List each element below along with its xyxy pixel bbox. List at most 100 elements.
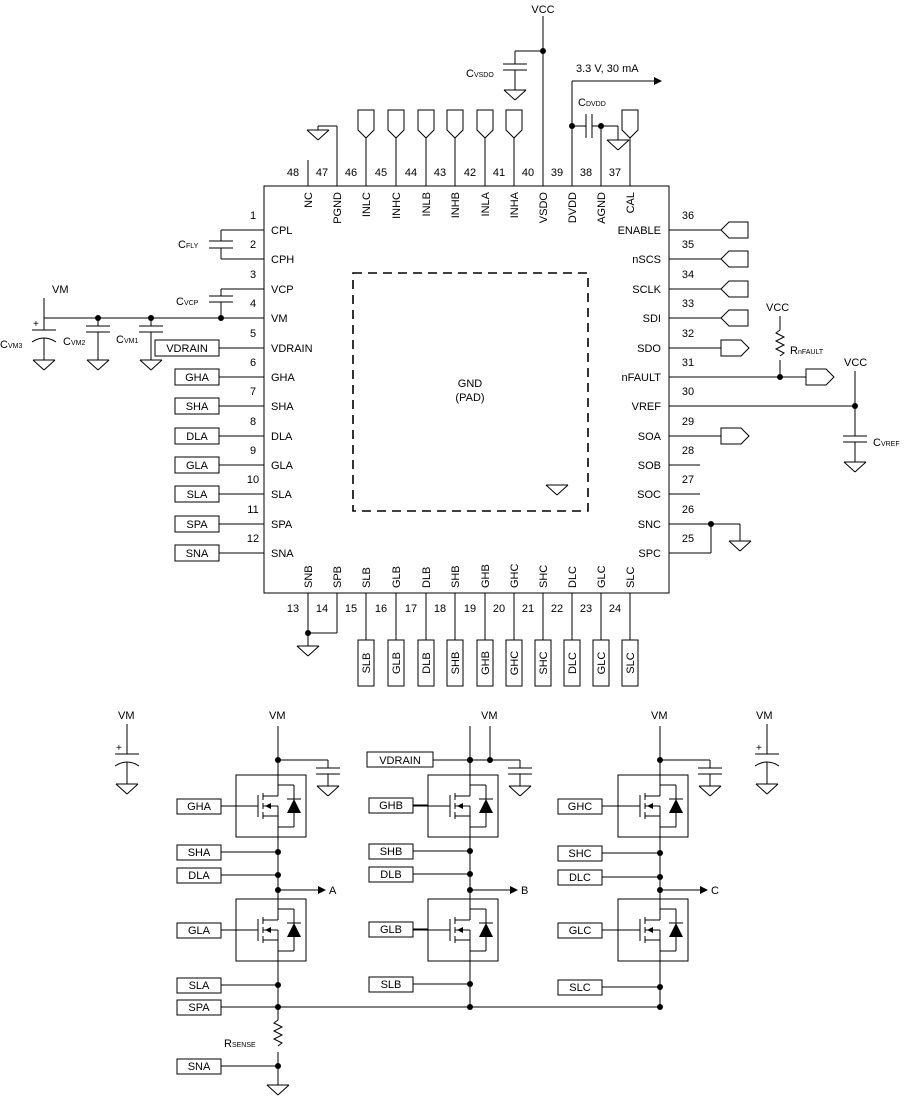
net-tag xyxy=(557,979,603,996)
pin-number: 37 xyxy=(609,167,621,179)
pin-number: 33 xyxy=(682,298,694,310)
net-tag xyxy=(368,797,414,814)
pins-bottom: 13SNB14SPB15SLB16GLB17DLB18SHB19GHB20GHC… xyxy=(287,564,637,616)
pin-name: SPC xyxy=(638,548,661,560)
net-tag-label: SHC xyxy=(538,651,550,674)
net-tag-label: SLA xyxy=(187,489,208,501)
input-connector-icon xyxy=(720,280,749,298)
net-tag xyxy=(176,977,222,994)
pin-name: GHB xyxy=(480,564,492,588)
cvref-label: CVREF xyxy=(873,437,900,449)
input-connector-icon xyxy=(417,109,435,139)
pin-name: SOC xyxy=(637,489,661,501)
cvref-ground-icon xyxy=(843,461,867,473)
pin-name: SLB xyxy=(361,567,373,588)
pin-name: GHC xyxy=(509,564,521,589)
rnfault-label: RnFAULT xyxy=(790,345,824,357)
pin-name: SNB xyxy=(303,565,315,588)
net-tag xyxy=(534,639,552,687)
vcc-vref-label: VCC xyxy=(844,357,867,369)
cvsdo-ground-icon xyxy=(503,89,527,101)
pin-number: 29 xyxy=(682,416,694,428)
cvm2-label: CVM2 xyxy=(63,336,85,348)
pin-name: INHC xyxy=(391,192,403,219)
net-tag xyxy=(417,639,435,687)
vm-bulk-right-label: VM xyxy=(756,710,773,722)
net-tag-label: SPA xyxy=(188,1002,210,1014)
net-tag xyxy=(368,976,414,993)
net-tag-label: SHB xyxy=(450,652,462,675)
phase-output-label: A xyxy=(329,885,337,897)
pin-number: 23 xyxy=(580,603,592,615)
net-tag xyxy=(176,844,222,861)
net-tag-label: GLB xyxy=(380,924,402,936)
pin-name: GLC xyxy=(596,565,608,588)
pin-number: 36 xyxy=(682,210,694,222)
pin-number: 26 xyxy=(682,504,694,516)
input-connector-icon xyxy=(720,221,749,239)
pin-name: AGND xyxy=(596,192,608,224)
pin-name: SLA xyxy=(271,489,292,501)
pin-name: INLA xyxy=(480,191,492,216)
net-tag xyxy=(557,798,603,815)
rsense-label: RSENSE xyxy=(224,1038,256,1050)
net-tag-label: SHC xyxy=(568,848,591,860)
pin-name: INLC xyxy=(361,192,373,217)
net-tag-label: DLB xyxy=(380,869,401,881)
input-connector-icon xyxy=(720,250,749,268)
net-tag xyxy=(446,639,464,687)
cvm1-ground-icon xyxy=(139,359,163,371)
pin-name: CPH xyxy=(271,254,294,266)
output-connector-icon xyxy=(805,368,835,386)
cfly-label: CFLY xyxy=(178,239,199,251)
input-connector-icon xyxy=(505,109,523,139)
net-tag xyxy=(368,866,414,883)
net-tag-label: SLB xyxy=(361,653,373,674)
pin-number: 47 xyxy=(316,167,328,179)
cdvdd-label: CDVDD xyxy=(578,97,606,109)
pin-name: nFAULT xyxy=(621,372,661,384)
rail-arrow-icon xyxy=(654,77,662,85)
pin-name: SCLK xyxy=(632,284,661,296)
output-arrow-icon xyxy=(318,886,326,894)
bulk-left-ground-icon xyxy=(115,783,139,795)
pin-name: VREF xyxy=(632,401,662,413)
vcc-rnfault-label: VCC xyxy=(766,302,789,314)
net-tag xyxy=(176,999,222,1016)
net-tag xyxy=(563,639,581,687)
pin-number: 31 xyxy=(682,357,694,369)
pin-number: 19 xyxy=(464,603,476,615)
net-tag-label: SHB xyxy=(380,846,403,858)
input-connector-icon xyxy=(621,109,639,139)
pin-name: SNA xyxy=(271,548,294,560)
net-tag xyxy=(387,639,405,687)
pin-number: 5 xyxy=(250,328,256,340)
net-tag-label: GHA xyxy=(185,372,210,384)
net-tag-label: GHB xyxy=(480,651,492,675)
cvm1-label: CVM1 xyxy=(116,334,138,346)
vm-left-label: VM xyxy=(52,284,69,296)
pin-number: 42 xyxy=(464,167,476,179)
net-tag xyxy=(357,639,375,687)
output-connector-icon xyxy=(720,339,750,357)
pin-name: SHC xyxy=(538,565,550,588)
net-tag-label: DLB xyxy=(421,652,433,673)
pin-number: 14 xyxy=(316,603,328,615)
pin-number: 39 xyxy=(551,167,563,179)
net-tag xyxy=(621,639,639,687)
pin-number: 12 xyxy=(247,533,259,545)
output-connector-icon xyxy=(720,427,750,445)
pin-name: ENABLE xyxy=(618,225,661,237)
net-tag-label: GLC xyxy=(596,652,608,675)
pin-number: 6 xyxy=(250,357,256,369)
pins-top: 37CAL38AGND39DVDD40VSDO41INHA42INLA43INH… xyxy=(287,167,637,224)
pin-name: SPA xyxy=(271,519,293,531)
vm-label: VM xyxy=(269,710,286,722)
pin-number: 17 xyxy=(405,603,417,615)
pin-number: 27 xyxy=(682,474,694,486)
pin-number: 18 xyxy=(434,603,446,615)
snb-ground-icon xyxy=(296,645,320,657)
net-tag xyxy=(592,639,610,687)
pad-label-1: GND xyxy=(458,378,483,390)
